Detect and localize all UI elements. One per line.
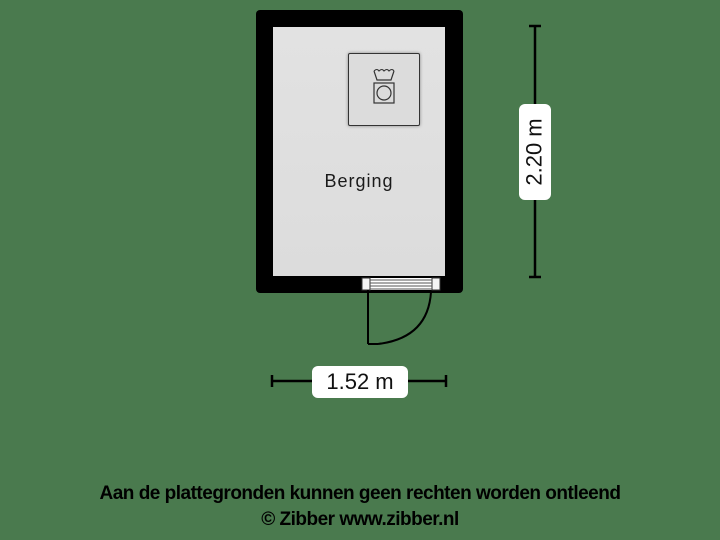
height-dimension-text: 2.20 m [522,118,548,186]
copyright-text: © Zibber www.zibber.nl [261,509,459,530]
door-frame [361,277,441,291]
washing-machine [348,53,420,126]
drum-icon [373,82,395,104]
width-dimension-text: 1.52 m [326,369,394,394]
room-label: Berging [324,171,394,191]
washbasin-icon [373,70,395,81]
disclaimer-text: Aan de plattegronden kunnen geen rechten… [99,483,621,504]
height-dimension-label: 2.20 m [519,104,551,200]
width-dimension-label: 1.52 m [312,366,408,398]
washing-machine-icon [373,68,395,104]
door-swing [367,290,432,345]
